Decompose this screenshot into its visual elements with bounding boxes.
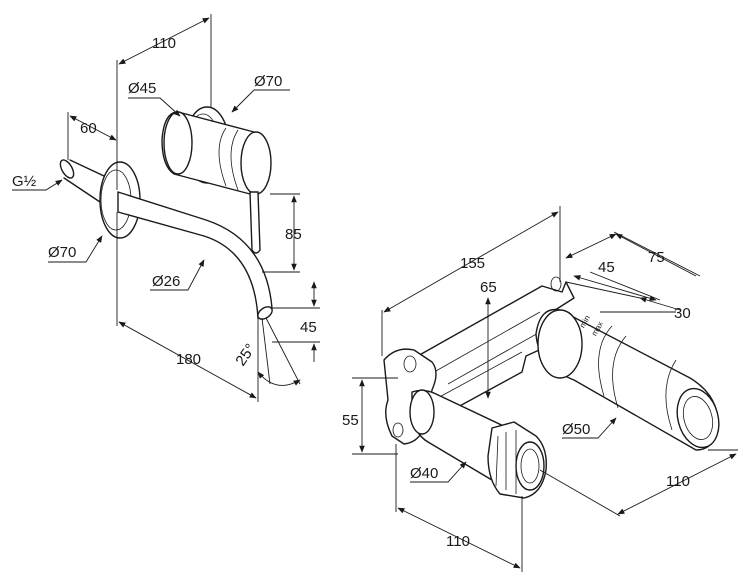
outlet-opening — [515, 441, 545, 491]
handle-assembly — [161, 106, 272, 254]
dim-overall-length: 155 — [460, 255, 485, 272]
dim-spout-height: 45 — [300, 319, 317, 336]
dim-width-to-handle: 110 — [152, 35, 176, 52]
concealed-body: min max — [383, 276, 720, 499]
dim-spout-angle: 25° — [232, 341, 259, 369]
dim-depth-inner: 45 — [598, 259, 615, 276]
dim-depth-total: 75 — [648, 249, 665, 266]
dim-outlet-diameter: Ø40 — [410, 465, 438, 482]
dim-rosette-diameter: Ø70 — [48, 244, 76, 261]
dim-outlet-length: 110 — [446, 533, 470, 550]
dim-thread: G½ — [12, 173, 37, 190]
spout-outlet — [257, 306, 273, 320]
connection-pipe — [63, 159, 105, 203]
dim-cartridge-diameter: Ø50 — [562, 421, 590, 438]
dim-pipe-projection: 60 — [80, 120, 97, 137]
body-dimensions: 155 75 45 30 65 55 Ø50 Ø40 110 — [342, 206, 738, 572]
dim-spout-length: 180 — [176, 351, 201, 368]
dim-base-height: 55 — [342, 412, 359, 429]
dim-handle-diameter-large: Ø70 — [254, 73, 282, 90]
dim-height: 65 — [480, 279, 497, 296]
cartridge-cap — [676, 387, 720, 449]
dim-spout-diameter: Ø26 — [152, 273, 180, 290]
dim-cartridge-length: 110 — [666, 473, 690, 490]
dim-handle-height: 85 — [285, 226, 302, 243]
dim-offset: 30 — [674, 305, 691, 322]
spout-tube — [117, 191, 273, 319]
dim-handle-diameter-small: Ø45 — [128, 80, 156, 97]
spout-assembly — [59, 159, 273, 320]
handle-cap — [240, 131, 272, 195]
spout-dimensions: 110 Ø45 Ø70 60 G½ Ø70 85 Ø26 45 180 — [12, 14, 320, 402]
handle-lever — [249, 191, 261, 254]
